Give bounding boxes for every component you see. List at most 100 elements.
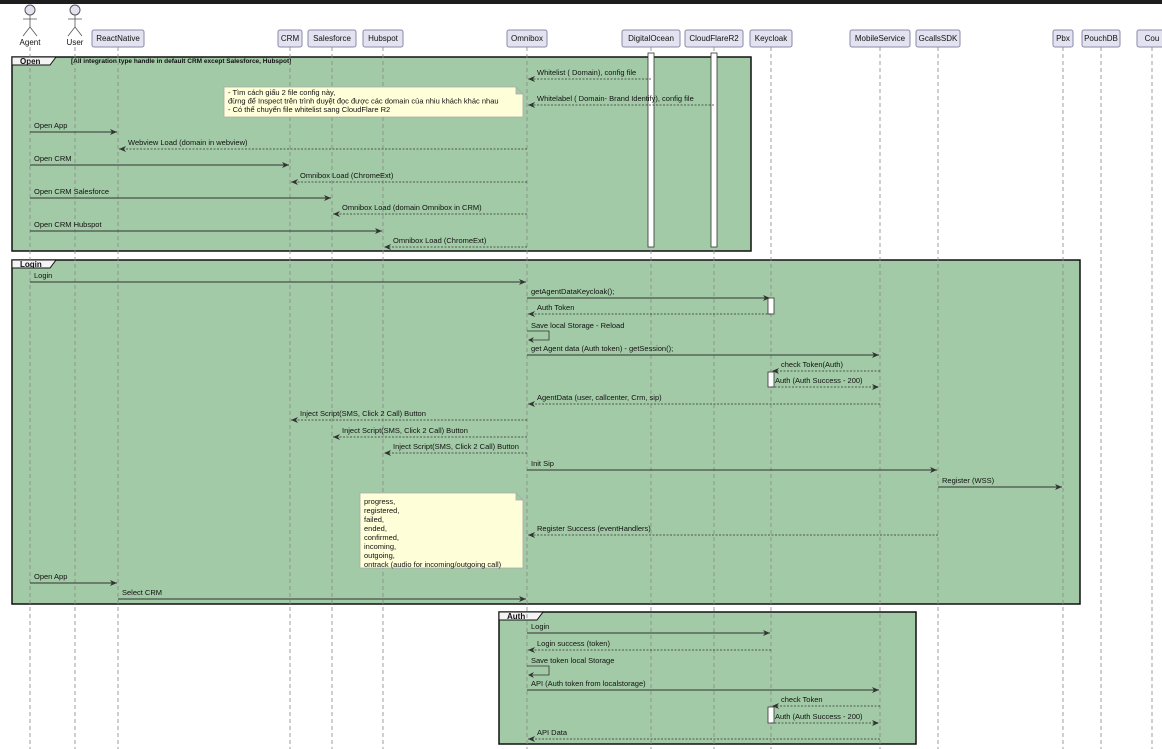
participant-label: CloudFlareR2 — [689, 34, 739, 43]
message-label: Open App — [34, 572, 67, 581]
message-label: Save token local Storage — [531, 656, 614, 665]
arrow-head — [763, 295, 770, 301]
message-label: API (Auth token from localstorage) — [531, 679, 646, 688]
message: Auth Token — [528, 303, 771, 317]
participant-label: Hubspot — [368, 34, 399, 43]
note-box — [359, 492, 524, 569]
message: getAgentDataKeycloak(); — [527, 287, 770, 301]
message: API Data — [528, 728, 880, 742]
arrow-head — [333, 434, 340, 440]
frame-title: Auth — [507, 612, 525, 621]
participant-label: Cou — [1145, 34, 1160, 43]
message-label: Save local Storage - Reload — [531, 321, 624, 330]
arrow-head — [872, 687, 879, 693]
participant-salesforce: Salesforce — [307, 29, 357, 48]
message: Webview Load (domain in webview) — [119, 138, 527, 152]
message-label: getAgentDataKeycloak(); — [531, 287, 614, 296]
message-label: Inject Script(SMS, Click 2 Call) Button — [300, 409, 426, 418]
frame-tab — [11, 259, 57, 269]
participant-crm: CRM — [277, 29, 303, 48]
participant-user: User — [67, 4, 84, 47]
message-label: Auth Token — [537, 303, 574, 312]
message-label: Inject Script(SMS, Click 2 Call) Button — [342, 426, 468, 435]
participant-label: ReactNative — [96, 34, 140, 43]
actor-icon — [24, 4, 36, 16]
frame-login: Login — [11, 259, 1081, 605]
note-box — [223, 86, 524, 118]
actor-body — [22, 15, 38, 37]
arrow-head — [384, 244, 391, 250]
message: Save local Storage - Reload — [527, 321, 624, 343]
participant-label: CRM — [281, 34, 300, 43]
participant-box — [506, 29, 548, 48]
frame-tab — [498, 611, 544, 621]
message: Inject Script(SMS, Click 2 Call) Button — [291, 409, 527, 423]
note-line: outgoing, — [364, 551, 395, 560]
arrow-head — [528, 337, 534, 343]
message-label: Login — [34, 271, 52, 280]
message-label: Open CRM — [34, 154, 72, 163]
arrow-head — [291, 417, 298, 423]
arrow-head — [375, 228, 382, 234]
message-label: Auth (Auth Success - 200) — [775, 712, 863, 721]
message: API (Auth token from localstorage) — [527, 679, 879, 693]
participant-cou: Cou — [1136, 29, 1162, 48]
participant-box — [684, 29, 744, 48]
self-message-line — [527, 330, 550, 341]
message-label: Login success (token) — [537, 639, 610, 648]
participant-label: Omnibox — [511, 34, 543, 43]
message: Omnibox Load (ChromeExt) — [291, 171, 527, 185]
message: Login — [30, 271, 526, 285]
participant-label: Pbx — [1056, 34, 1070, 43]
message: Open App — [30, 121, 117, 135]
window-top-bar — [0, 0, 1162, 4]
frame-title: Login — [20, 260, 42, 269]
message-label: Open CRM Hubspot — [34, 220, 102, 229]
actor-icon — [69, 4, 81, 16]
participant-omnibox: Omnibox — [506, 29, 548, 48]
participant-box — [91, 29, 145, 48]
arrow-head — [519, 596, 526, 602]
note: - Tìm cách giấu 2 file config này,đừng đ… — [223, 86, 524, 118]
arrow-head — [519, 279, 526, 285]
participant-box — [1136, 29, 1162, 48]
participant-box — [915, 29, 961, 48]
message-label: check Token — [781, 695, 823, 704]
participant-keycloak: Keycloak — [749, 29, 793, 48]
participant-label: DigitalOcean — [628, 34, 674, 43]
self-message-line — [527, 665, 550, 676]
message-label: Omnibox Load (ChromeExt) — [393, 236, 487, 245]
note-line: incoming, — [364, 542, 396, 551]
activation-bar — [710, 52, 718, 248]
arrow-head — [763, 630, 770, 636]
participant-pouchdb: PouchDB — [1081, 29, 1121, 48]
note-line: confirmed, — [364, 533, 399, 542]
participant-box — [277, 29, 303, 48]
participant-hubspot: Hubspot — [362, 29, 404, 48]
message: Open CRM — [30, 154, 289, 168]
message-label: Inject Script(SMS, Click 2 Call) Button — [393, 442, 519, 451]
participant-box — [849, 29, 911, 48]
message: Select CRM — [118, 588, 526, 602]
participant-label: Agent — [20, 38, 42, 47]
participant-mobileservice: MobileService — [849, 29, 911, 48]
message: Auth (Auth Success - 200) — [771, 376, 879, 390]
frame-condition: [All integration type handle in default … — [71, 58, 291, 65]
message: Omnibox Load (domain Omnibox in CRM) — [333, 203, 527, 217]
message-label: Register Success (eventHandlers) — [537, 524, 651, 533]
participant-gcallssdk: GcallsSDK — [915, 29, 961, 48]
arrow-head — [384, 450, 391, 456]
message-label: Init Sip — [531, 459, 554, 468]
frame-box — [11, 56, 752, 252]
message: Omnibox Load (ChromeExt) — [384, 236, 527, 250]
frame-auth: Auth — [498, 611, 917, 745]
participant-label: GcallsSDK — [919, 34, 958, 43]
arrow-head — [324, 195, 331, 201]
message: get Agent data (Auth token) - getSession… — [527, 344, 879, 358]
participant-box — [1081, 29, 1121, 48]
participant-reactnative: ReactNative — [91, 29, 145, 48]
participant-box — [621, 29, 681, 48]
message-label: Webview Load (domain in webview) — [128, 138, 248, 147]
message: Open CRM Hubspot — [30, 220, 382, 234]
activation-bar — [767, 297, 775, 315]
